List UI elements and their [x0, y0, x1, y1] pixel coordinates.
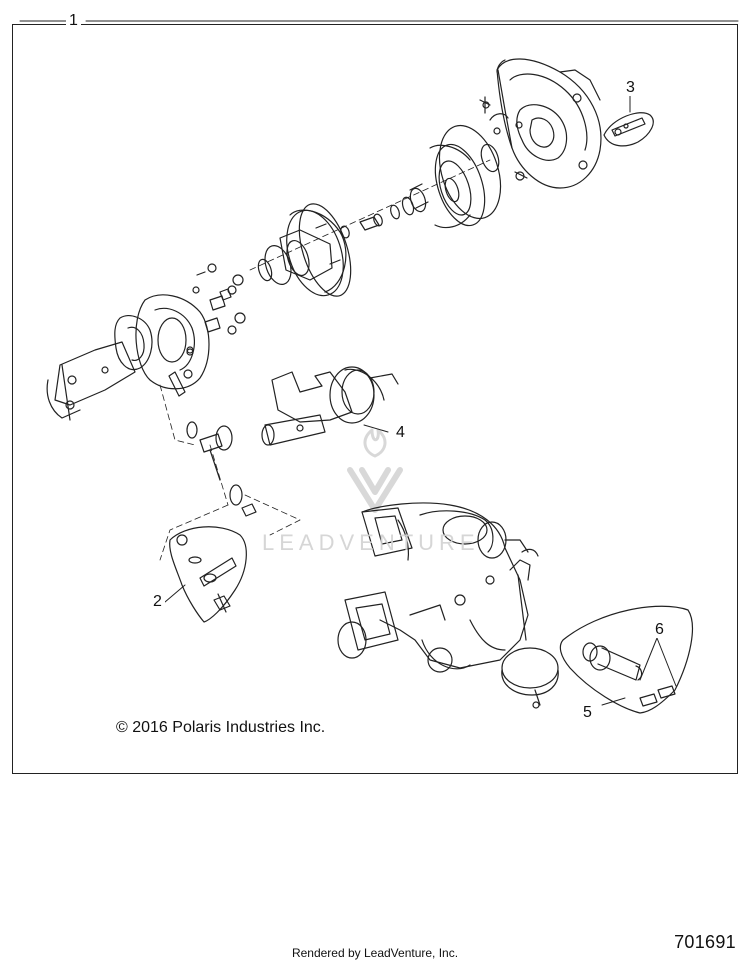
bearing-housing [257, 209, 347, 297]
callout-5: 5 [580, 705, 595, 721]
shaft-parts [340, 143, 500, 239]
turbocharger-assembly [337, 502, 559, 709]
callout-3: 3 [623, 80, 638, 96]
callout-1: 1 [66, 13, 81, 29]
diagram-frame [12, 24, 738, 774]
reference-number: 701691 [674, 932, 736, 952]
leader-lines [19, 20, 739, 706]
watermark-logo [347, 428, 403, 513]
callout-2: 2 [150, 594, 165, 610]
turbine-housing [46, 294, 210, 421]
gasket-ring [438, 124, 502, 220]
kit-5-outline [559, 605, 694, 714]
copyright-notice: © 2016 Polaris Industries Inc. [116, 719, 326, 736]
kit-2-outline [169, 526, 247, 623]
compressor-housing [496, 58, 602, 189]
wastegate-actuator [261, 366, 399, 446]
oil-fittings [186, 421, 257, 517]
callout-6: 6 [652, 622, 667, 638]
back-plate [298, 203, 352, 297]
watermark-text: LEADVENTURE [262, 530, 480, 555]
turbine-wheel [429, 143, 486, 229]
mount-bolts [186, 263, 246, 354]
assembly-centerline [159, 159, 491, 561]
callout-4: 4 [393, 425, 408, 441]
rendered-by-footer: Rendered by LeadVenture, Inc. [291, 946, 459, 960]
housing-bolts [479, 96, 528, 181]
kit-3-outline [603, 112, 654, 147]
